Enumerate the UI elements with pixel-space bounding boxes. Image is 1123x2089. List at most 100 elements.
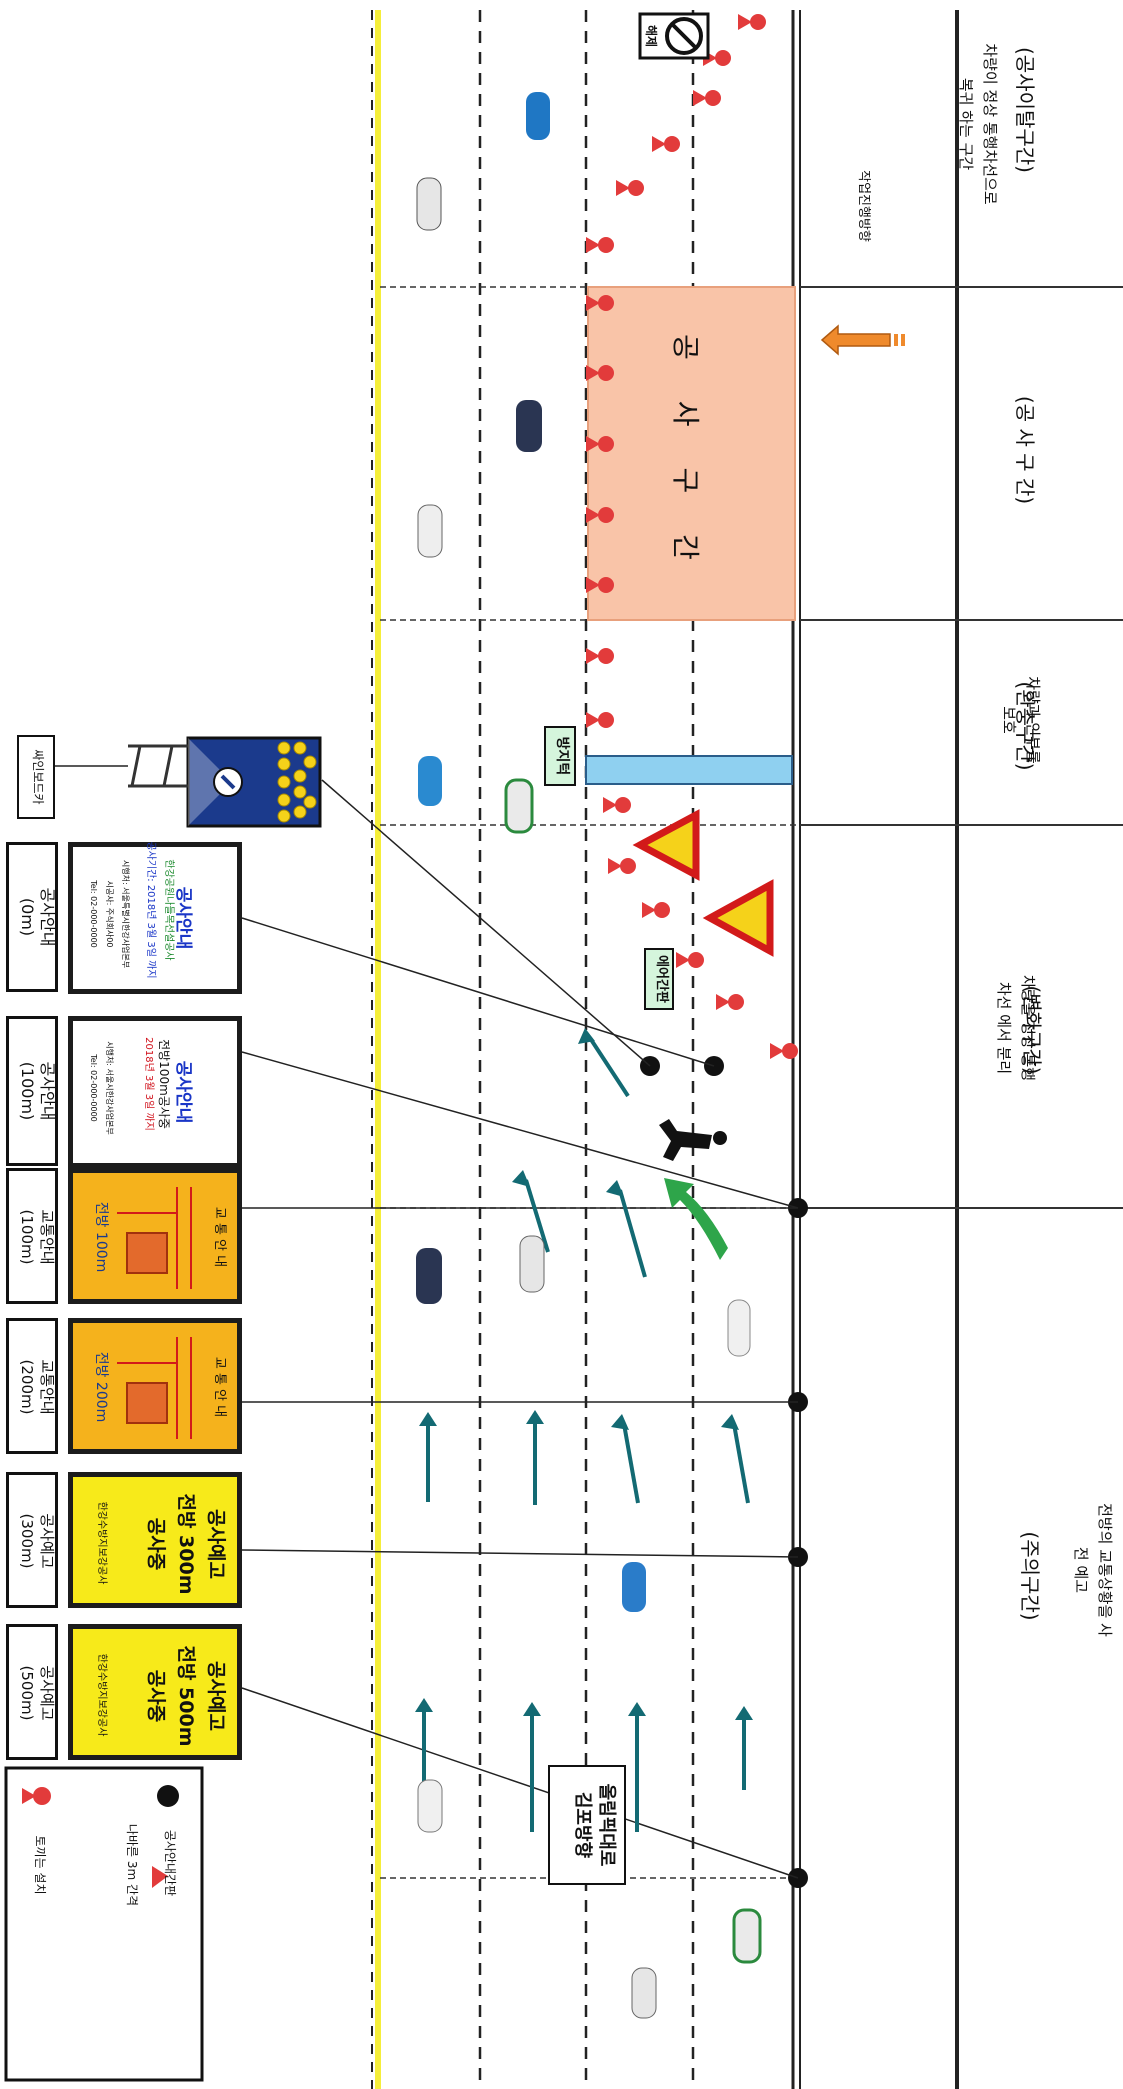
caption-warning-500m: 공사예고 (500m) [6,1624,58,1760]
sign-line: 전방 200m [93,1351,109,1423]
warning-triangle-icon [702,879,774,957]
sign-line: 공사중 [145,1669,167,1723]
caption-notice-100m: 공사안내 (100m) [6,1016,58,1166]
sign-title: 공사예고 [205,1509,227,1579]
cone-icon [586,648,614,664]
legend-drum-icon [22,1787,51,1805]
legend-label-drum: 토끼는 설치 [33,1835,47,1895]
sign-line: 2018년 3월 3일 까지 [143,1037,154,1131]
lane-closure-icon [117,1337,192,1439]
caption-text: 공사안내 (0m) [18,887,57,947]
sign-line: 전방 100m [93,1201,109,1273]
sign-line: 전방100m공사중 [157,1039,171,1129]
work-zone-label: 공 사 구 간 [669,334,702,576]
sign-board-car-label: 싸인보드카 [17,735,55,819]
sign-notice-100m: 공사안내 전방100m공사중 2018년 3월 3일 까지 시행처: 서울시한강… [68,1016,242,1168]
car-icon [416,177,442,231]
car-icon [516,400,542,452]
cone-icon [586,295,614,311]
work-direction-arrow-icon [820,324,905,356]
sign-small: 한강수방지보강공사 [96,1653,107,1737]
cones-group [586,14,798,1059]
car-icon [504,778,534,834]
sign-small: 시행처: 서울특별시한강사업본부 [121,859,130,969]
car-icon [416,1248,442,1304]
car-icon [622,1562,646,1612]
zone-label-caution: (주의구간) [1018,1531,1042,1621]
cone-icon [586,436,614,452]
sign-notice-0m: 공사안내 한강공원나들목선설공사 공사기간: 2018년 3월 3일 까지 시행… [68,841,242,994]
cone-icon [586,577,614,593]
zone-label-exit: (공사이탈구간) [1013,46,1037,173]
car-icon [727,1299,751,1357]
car-icon [417,1779,443,1833]
zone-desc-transition: 차량을 정상 통행 차선 에서 분리 [995,974,1037,1082]
zone-label-work: (공 사 구 간) [1013,395,1037,505]
legend-box [4,1766,204,2082]
cone-icon [616,180,644,196]
caption-traffic-200m: 교통안내 (200m) [6,1318,58,1454]
legend-cone-icon [152,1866,168,1888]
cone-icon [738,14,766,30]
caption-text: 교통안내 (100m) [18,1209,56,1265]
cone-icon [652,136,680,152]
caption-notice-0m: 공사안내 (0m) [6,842,58,992]
sign-small: 시공사: 주식회사00 [105,880,114,948]
sign-board-car-icon [128,736,322,828]
cone-icon [716,994,744,1010]
release-sign-icon [638,12,710,60]
road-direction-label: 올림픽대로 김포방향 [548,1765,626,1885]
cone-icon [693,90,721,106]
sign-small: Tel: 02-000-0000 [89,1054,98,1122]
sign-line: 전방 300m [175,1493,197,1595]
cone-icon [603,797,631,813]
traffic-arrows [415,1028,753,1832]
sign-line: 한강공원나들목선설공사 [163,859,174,961]
airman-label: 에어간판 [644,948,674,1010]
car-icon [418,756,442,806]
sign-line: 공사중 [145,1517,167,1571]
cone-icon [586,507,614,523]
caption-text: 교통안내 (200m) [18,1359,56,1415]
sign-traffic-200m: 교 통 안 내 전방 200m [68,1318,242,1454]
sign-line: 공사기간: 2018년 3월 3일 까지 [145,841,156,979]
sign-title: 공사예고 [205,1661,227,1731]
zone-desc-caution: 전방의 교통상황을 사 전 예고 [1072,1503,1114,1637]
zone-desc-exit: 차량이 정상 통행차선으로 복귀 하는 구간 [957,43,999,205]
sign-small: 시행처: 서울시한강사업본부 [105,1041,114,1135]
car-icons [416,92,762,2019]
cone-icon [608,858,636,874]
car-icon [519,1235,545,1293]
cone-icon [586,712,614,728]
caption-warning-300m: 공사예고 (300m) [6,1472,58,1608]
car-icon [526,92,550,140]
car-icon [732,1908,762,1964]
release-sign-label: 해제 [644,24,658,48]
barrier-label: 방지턱 [544,726,576,786]
sign-connector-lines [38,765,799,1879]
warning-triangle-icon [632,809,700,881]
car-icon [631,1967,657,2019]
worker-icon [659,1119,727,1161]
cone-icon [770,1043,798,1059]
car-icon [417,504,443,558]
guide-arrow-icon [664,1178,728,1260]
cone-icon [676,952,704,968]
sign-traffic-100m: 교 통 안 내 전방 100m [68,1168,242,1304]
sign-line: 전방 500m [175,1645,197,1747]
cone-icon [586,365,614,381]
sign-small: Tel: 02-000-0000 [89,880,98,948]
sign-warning-300m: 공사예고 전방 300m 공사중 한강수방지보강공사 [68,1472,242,1608]
caption-text: 공사안내 (100m) [18,1061,57,1121]
sign-warning-500m: 공사예고 전방 500m 공사중 한강수방지보강공사 [68,1624,242,1760]
legend-label-cone: 나바른 3m 간격 [125,1823,139,1907]
caption-text: 공사예고 (300m) [18,1513,56,1569]
cone-icon [642,902,670,918]
zone-desc-buffer: 차량과 인부를 보호 [1000,676,1042,764]
lane-closure-icon [117,1187,192,1289]
work-direction-label: 작업진행방향 [856,170,871,242]
legend-sign-post-icon [157,1785,179,1807]
speed-barrier [585,755,793,785]
